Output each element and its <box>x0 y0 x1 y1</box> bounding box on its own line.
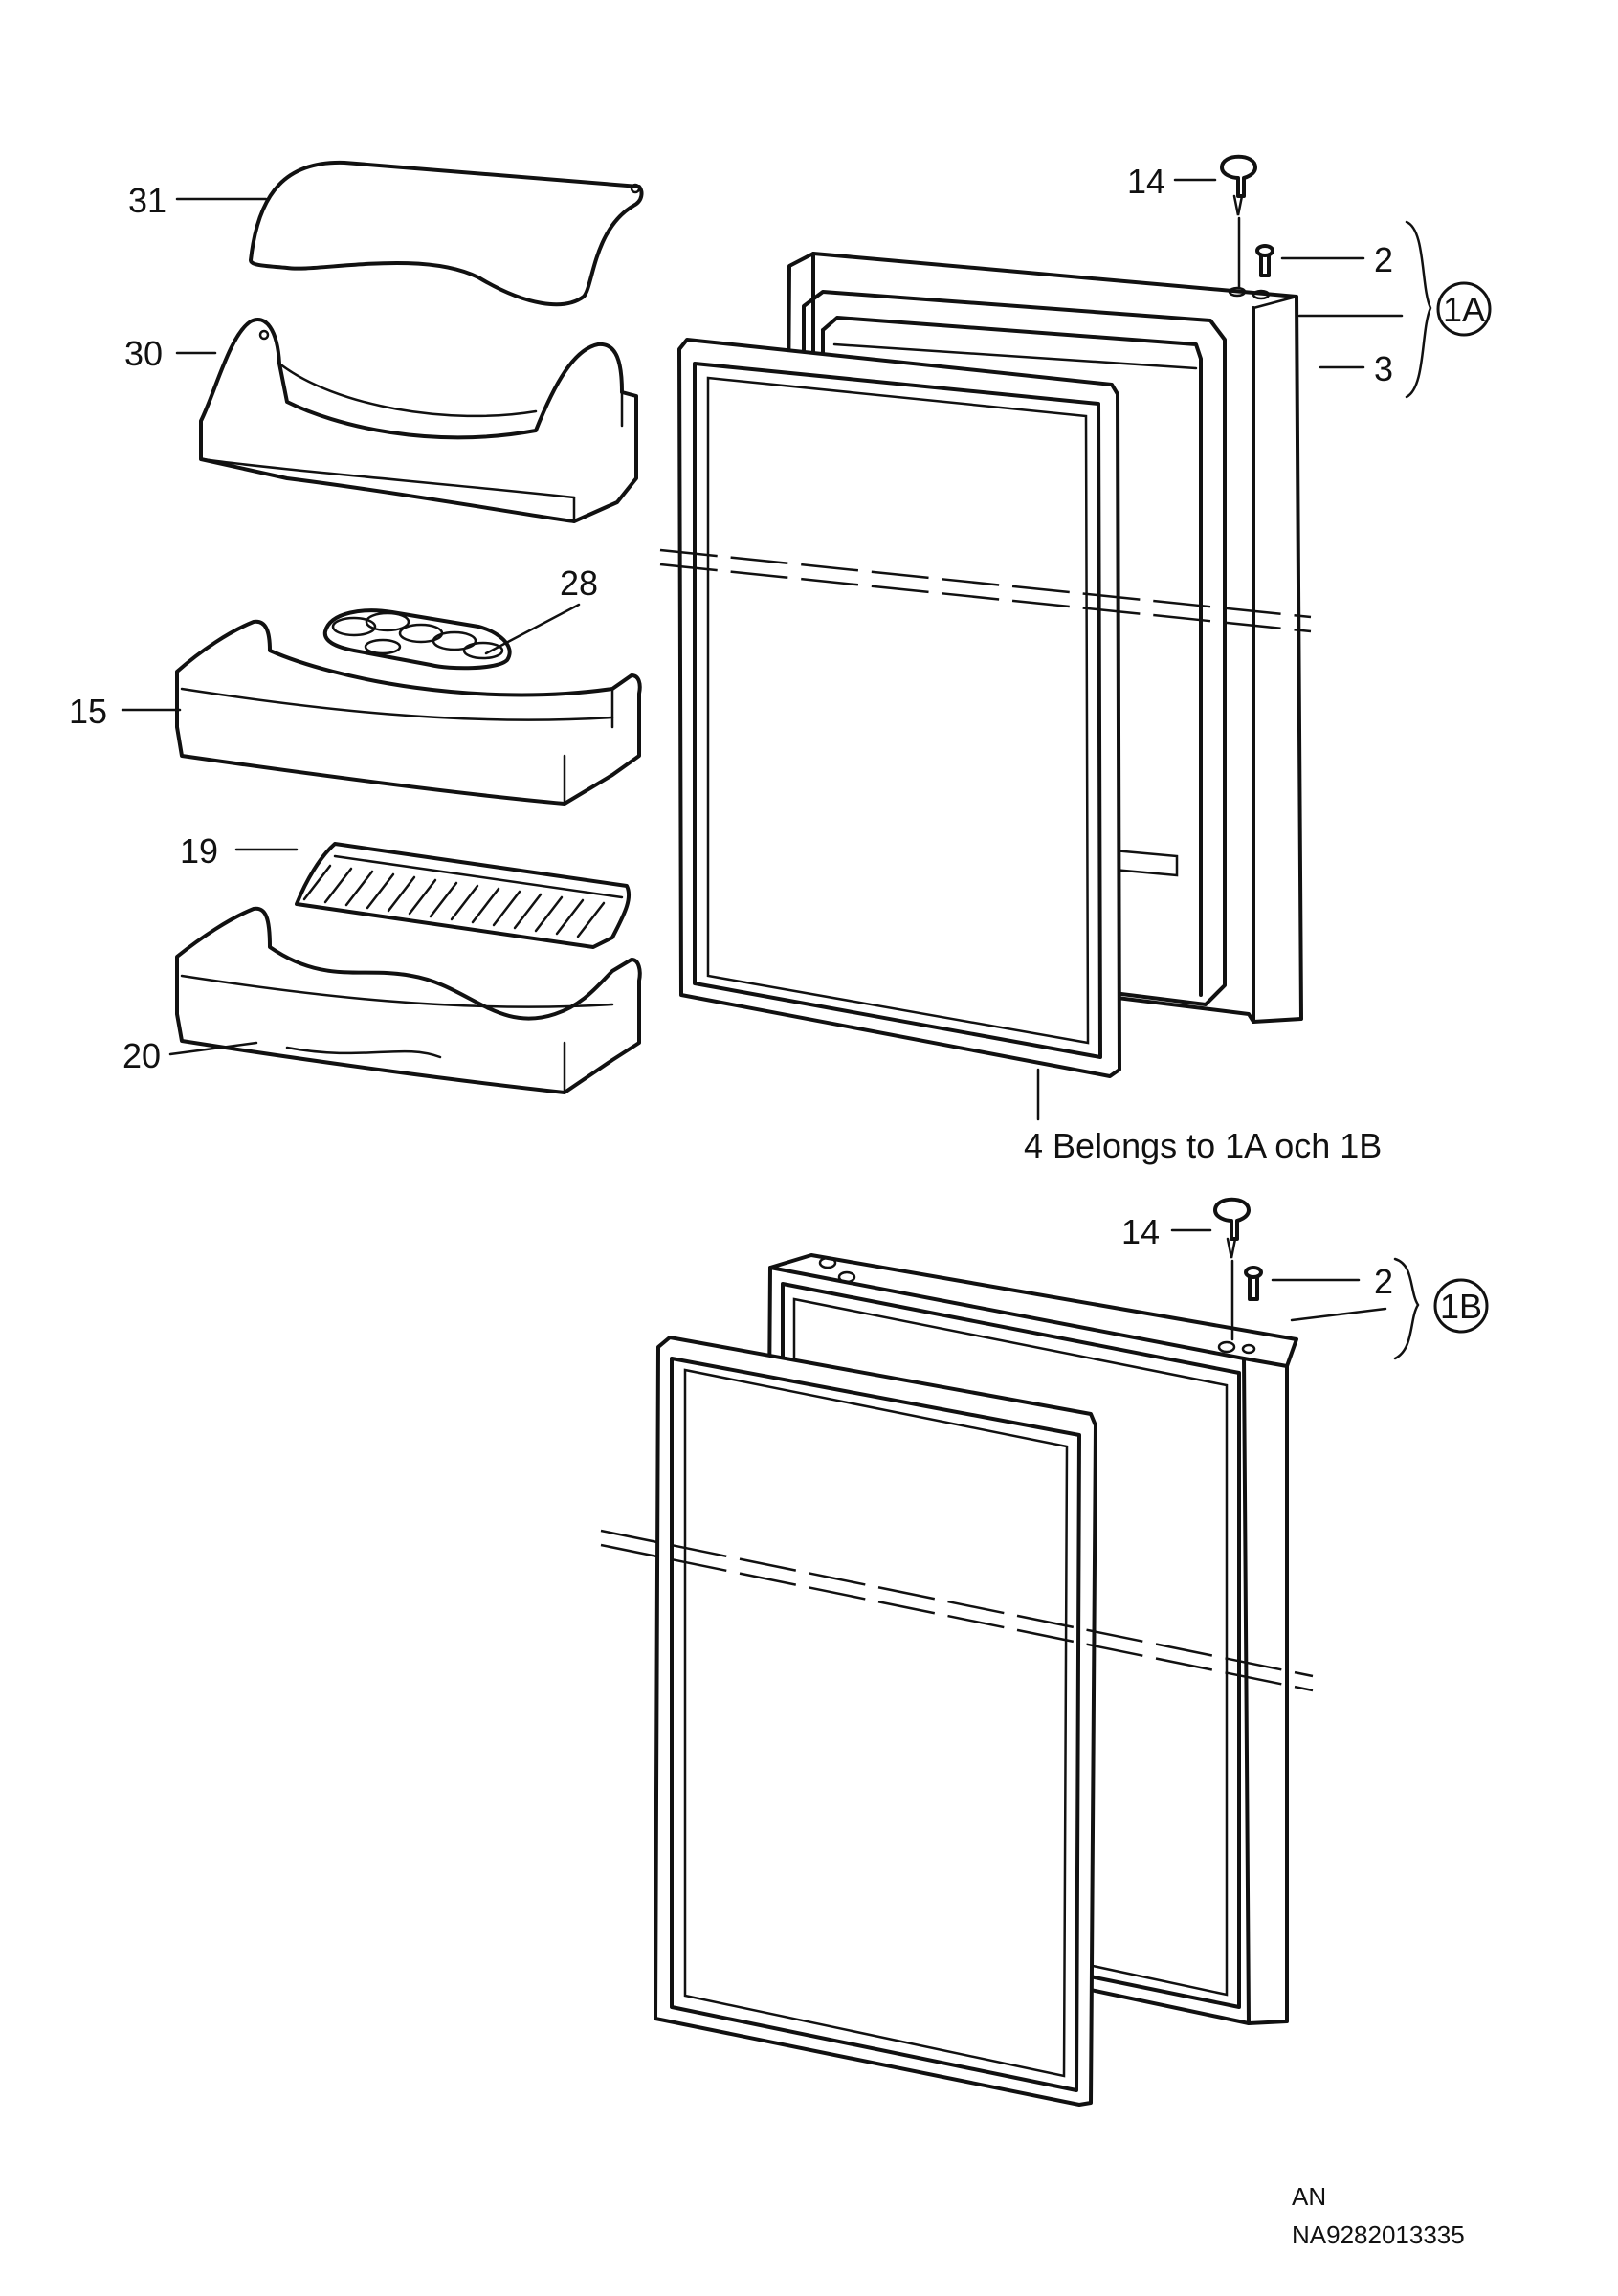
footer-code-an: AN <box>1292 2182 1326 2211</box>
part-15-door-bin <box>175 619 642 806</box>
label-3: 3 <box>1374 349 1393 388</box>
assembly-circle-1A <box>1436 281 1492 337</box>
part-20-bottle-bin <box>175 906 642 1094</box>
door-1B-assembly <box>600 1197 1314 2107</box>
part-28-egg-tray <box>322 608 512 671</box>
footer-code-number: NA9282013335 <box>1292 2220 1465 2249</box>
leader-20 <box>168 1041 258 1056</box>
label-30: 30 <box>124 334 163 373</box>
label-14-1B: 14 <box>1121 1212 1160 1251</box>
leader-1B-body <box>1290 1307 1387 1322</box>
label-2-1B: 2 <box>1374 1262 1393 1301</box>
leader-28 <box>484 603 581 655</box>
part-19-bottle-rack <box>295 842 632 949</box>
door-1A-assembly <box>659 154 1312 1078</box>
assembly-label-1B: 1B <box>1440 1287 1482 1326</box>
assembly-label-1A: 1A <box>1443 290 1485 329</box>
label-28: 28 <box>560 563 598 603</box>
brace-1B <box>1393 1257 1420 1360</box>
label-15: 15 <box>69 692 107 731</box>
label-14-1A: 14 <box>1127 162 1165 201</box>
part-31-shelf-lid <box>249 160 644 307</box>
assembly-circle-1B <box>1433 1278 1489 1334</box>
label-19: 19 <box>180 831 218 871</box>
part-30-door-bin <box>199 318 638 523</box>
label-20: 20 <box>122 1036 161 1075</box>
note-4-belongs: 4 Belongs to 1A och 1B <box>1024 1126 1382 1165</box>
brace-1A <box>1405 220 1432 399</box>
label-31: 31 <box>128 181 166 220</box>
label-2-1A: 2 <box>1374 240 1393 279</box>
